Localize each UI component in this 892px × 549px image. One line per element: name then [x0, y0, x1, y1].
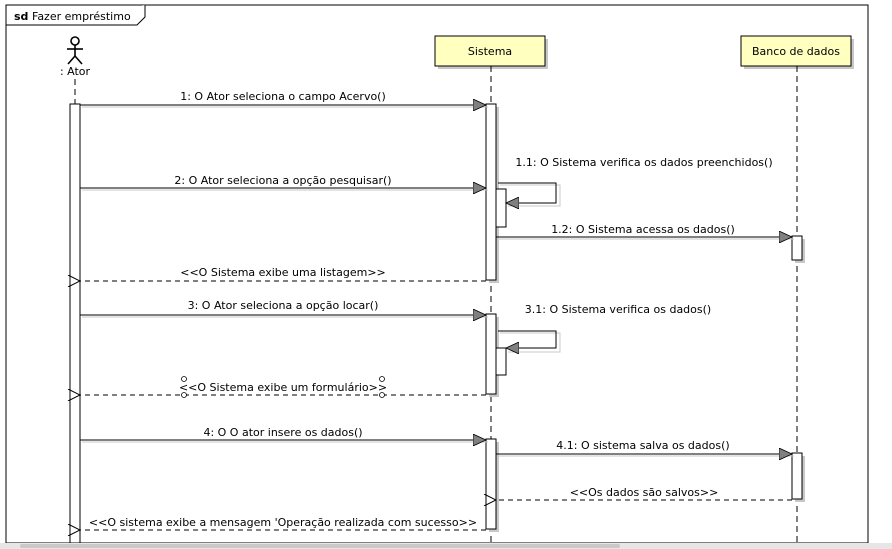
- database-label: Banco de dados: [752, 45, 840, 58]
- system-activation-3: [485, 438, 497, 530]
- system-activation-1-nested: [495, 188, 507, 228]
- horizontal-scrollbar[interactable]: [0, 543, 892, 549]
- system-lifeline[interactable]: Sistema: [434, 35, 548, 543]
- return-1[interactable]: <<O Sistema exibe uma listagem>>: [80, 266, 486, 281]
- message-4-1[interactable]: 4.1: O sistema salva os dados(): [496, 439, 794, 456]
- message-1-label: 1: O Ator seleciona o campo Acervo(): [180, 90, 386, 103]
- return-4-1-label: <<Os dados são salvos>>: [570, 486, 719, 499]
- message-4-1-label: 4.1: O sistema salva os dados(): [556, 439, 729, 452]
- system-label: Sistema: [468, 45, 512, 58]
- message-2[interactable]: 2: O Ator seleciona a opção pesquisar(): [80, 174, 488, 190]
- return-4[interactable]: <<O sistema exibe a mensagem 'Operação r…: [80, 516, 486, 530]
- selection-handles[interactable]: [181, 376, 385, 398]
- actor-lifeline[interactable]: : Ator: [60, 36, 91, 544]
- database-box: [740, 35, 852, 67]
- message-2-label: 2: O Ator seleciona a opção pesquisar(): [174, 174, 391, 187]
- message-1-2-label: 1.2: O Sistema acessa os dados(): [551, 223, 735, 236]
- system-activation-1: [485, 103, 497, 281]
- return-1-label: <<O Sistema exibe uma listagem>>: [180, 266, 386, 279]
- diagram-frame: sd Fazer empréstimo: [5, 4, 869, 544]
- system-activation-2: [485, 313, 497, 395]
- database-lifeline[interactable]: Banco de dados: [740, 35, 854, 543]
- return-4-1[interactable]: <<Os dados são salvos>>: [496, 486, 792, 500]
- frame-keyword: sd: [14, 10, 28, 23]
- message-1-2[interactable]: 1.2: O Sistema acessa os dados(): [496, 223, 794, 239]
- return-2-label: <<O Sistema exibe um formulário>>: [179, 381, 387, 394]
- message-1[interactable]: 1: O Ator seleciona o campo Acervo(): [80, 90, 488, 107]
- actor-label: : Ator: [60, 65, 91, 78]
- message-1-1-self[interactable]: 1.1: O Sistema verifica os dados preench…: [498, 156, 773, 206]
- scrollbar-thumb[interactable]: [20, 544, 620, 548]
- message-4[interactable]: 4: O O ator insere os dados(): [80, 426, 488, 442]
- return-2[interactable]: <<O Sistema exibe um formulário>>: [80, 376, 486, 398]
- system-box: [434, 35, 546, 67]
- actor-activation: [69, 103, 81, 544]
- message-3-label: 3: O Ator seleciona a opção locar(): [188, 299, 379, 312]
- system-activation-2-nested: [495, 347, 507, 376]
- message-4-label: 4: O O ator insere os dados(): [203, 426, 362, 439]
- return-4-label: <<O sistema exibe a mensagem 'Operação r…: [89, 516, 477, 529]
- message-3[interactable]: 3: O Ator seleciona a opção locar(): [80, 299, 488, 317]
- message-3-1-label: 3.1: O Sistema verifica os dados(): [525, 303, 711, 316]
- frame-title: Fazer empréstimo: [32, 10, 131, 23]
- database-activation-1: [791, 235, 803, 261]
- message-3-1-self[interactable]: 3.1: O Sistema verifica os dados(): [498, 303, 711, 352]
- message-1-1-label: 1.1: O Sistema verifica os dados preench…: [515, 156, 772, 169]
- database-activation-2: [791, 452, 803, 500]
- actor-figure-icon: [67, 36, 83, 65]
